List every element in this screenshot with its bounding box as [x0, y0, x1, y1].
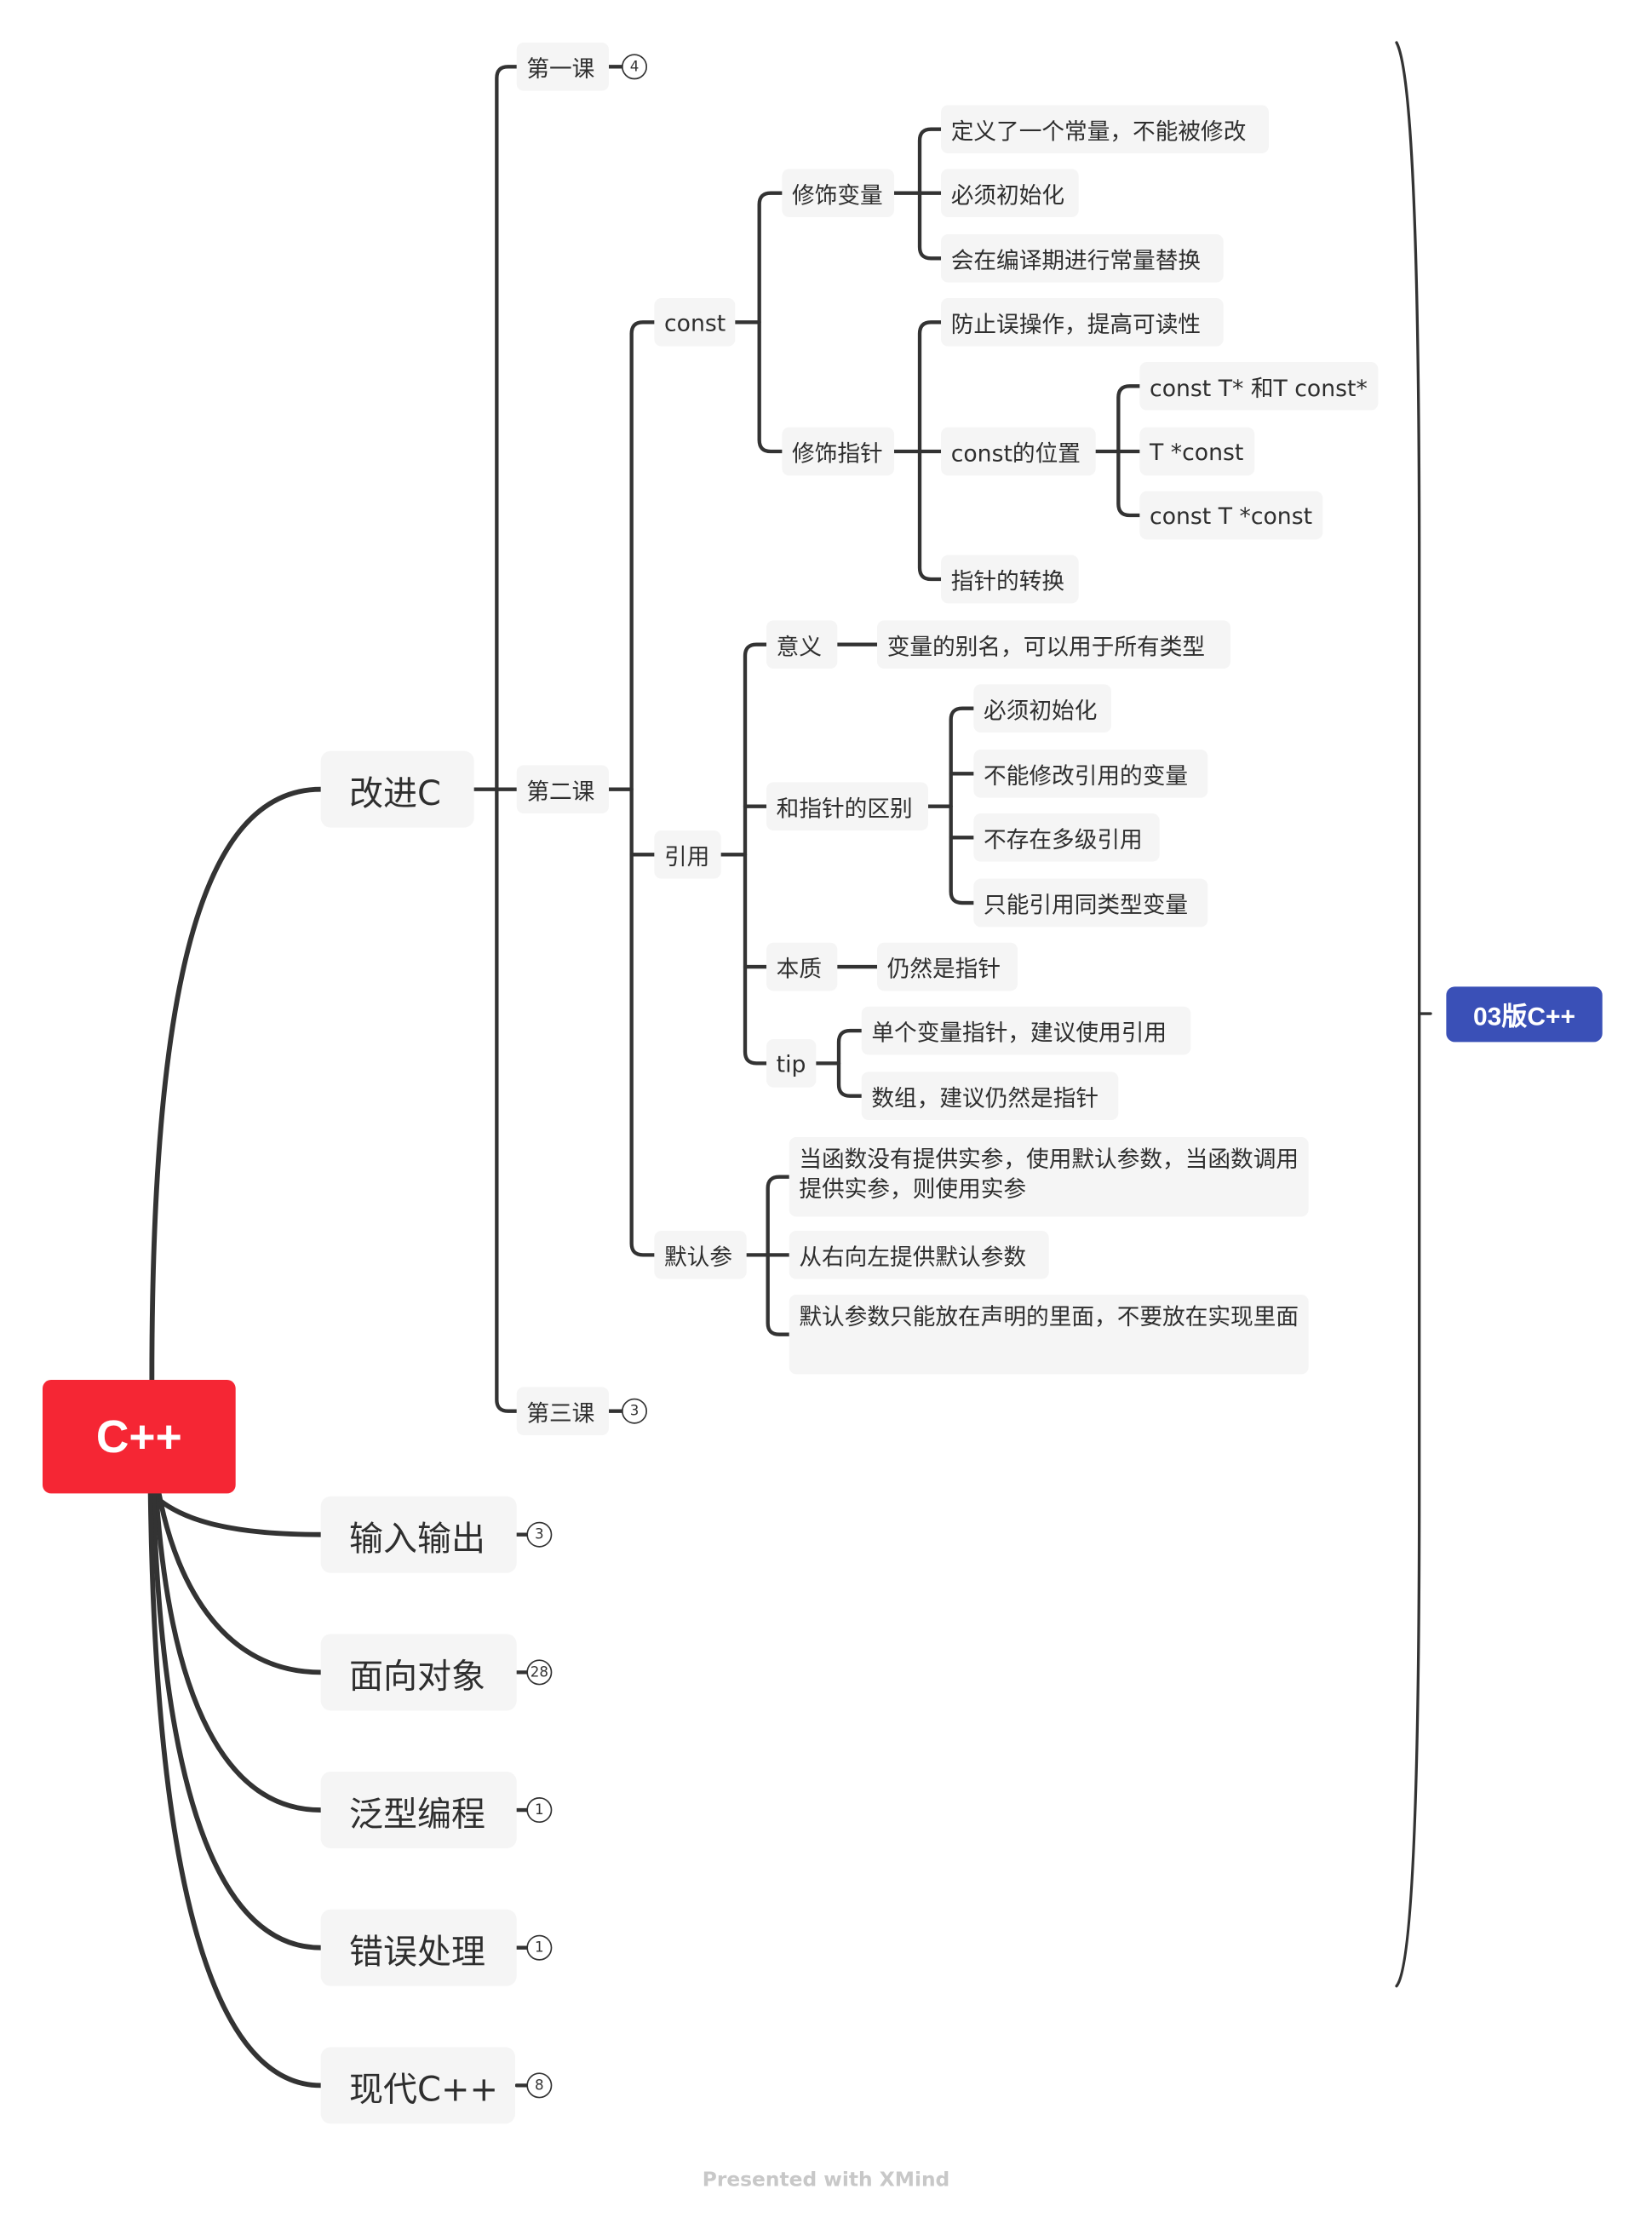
leaf-diff-item-label: 只能引用同类型变量 [984, 891, 1189, 919]
topic-io-label: 输入输出 [349, 1518, 486, 1559]
leaf-diff-item-label: 不存在多级引用 [984, 826, 1143, 853]
subtopic-const-label: const [664, 308, 726, 336]
topic-oop[interactable]: 面向对象 [320, 1634, 517, 1711]
subtopic-lesson-2-label: 第二课 [526, 778, 595, 806]
leaf-const-item[interactable]: 会在编译期进行常量替换 [941, 234, 1224, 283]
central-topic-label: C++ [95, 1410, 182, 1462]
subtopic-lesson-3[interactable]: 第三课 [516, 1387, 610, 1436]
leaf-default-arg-item-label: 当函数没有提供实参，使用默认参数，当函数调用提供实参，则使用实参 [799, 1146, 1299, 1203]
subtopic-tip[interactable]: tip [766, 1039, 817, 1088]
subtopic-reference-label: 引用 [664, 843, 710, 870]
leaf-pointer-conversion[interactable]: 指针的转换 [941, 554, 1079, 604]
subtopic-reference[interactable]: 引用 [654, 830, 721, 879]
leaf-diff-item[interactable]: 只能引用同类型变量 [973, 878, 1208, 928]
leaf-essence-value[interactable]: 仍然是指针 [877, 942, 1018, 991]
leaf-const-position-item[interactable]: const T *const [1139, 491, 1323, 540]
leaf-tip-item[interactable]: 数组，建议仍然是指针 [861, 1072, 1119, 1121]
leaf-meaning-value[interactable]: 变量的别名，可以用于所有类型 [877, 620, 1231, 669]
leaf-diff-item-label: 必须初始化 [984, 697, 1098, 725]
subtopic-essence[interactable]: 本质 [766, 942, 838, 991]
leaf-default-arg-item-label: 从右向左提供默认参数 [799, 1244, 1027, 1271]
topic-io[interactable]: 输入输出 [320, 1496, 517, 1573]
summary-topic-label: 03版C++ [1472, 1001, 1576, 1031]
subtopic-meaning-label: 意义 [776, 633, 823, 661]
subtopic-lesson-1-label: 第一课 [526, 55, 595, 83]
topic-error-label: 错误处理 [349, 1931, 486, 1972]
leaf-default-arg-item[interactable]: 当函数没有提供实参，使用默认参数，当函数调用提供实参，则使用实参 [789, 1137, 1309, 1217]
subtopic-const[interactable]: const [654, 298, 736, 347]
topic-modern[interactable]: 现代C++ [320, 2047, 516, 2124]
subtopic-default-args[interactable]: 默认参 [654, 1231, 747, 1279]
topic-improve-c[interactable]: 改进C [320, 750, 474, 828]
leaf-tip-item-label: 单个变量指针，建议使用引用 [871, 1019, 1167, 1047]
leaf-diff-item[interactable]: 不能修改引用的变量 [973, 750, 1208, 798]
subtopic-const-position[interactable]: const的位置 [941, 427, 1096, 476]
topic-modern-label: 现代C++ [349, 2069, 498, 2109]
central-topic-cpp[interactable]: C++ [43, 1380, 236, 1494]
leaf-diff-item[interactable]: 不存在多级引用 [973, 813, 1160, 862]
collapsed-count-badge-lesson-1[interactable]: 4 [622, 54, 648, 80]
leaf-diff-item[interactable]: 必须初始化 [973, 684, 1112, 733]
subtopic-modify-pointer[interactable]: 修饰指针 [782, 427, 895, 476]
leaf-const-position-item-label: const T *const [1150, 502, 1313, 529]
leaf-tip-item[interactable]: 单个变量指针，建议使用引用 [861, 1006, 1191, 1055]
collapsed-count-badge-modern[interactable]: 8 [526, 2072, 553, 2099]
leaf-default-arg-item[interactable]: 默认参数只能放在声明的里面，不要放在实现里面 [789, 1295, 1309, 1375]
collapsed-count-badge-error[interactable]: 1 [526, 1934, 553, 1961]
leaf-pointer-conversion-label: 指针的转换 [950, 567, 1065, 595]
topic-improve-c-label: 改进C [349, 773, 441, 813]
collapsed-count-badge-oop[interactable]: 28 [526, 1659, 553, 1686]
subtopic-diff-from-pointer-label: 和指针的区别 [776, 795, 913, 823]
subtopic-modify-variable-label: 修饰变量 [792, 181, 883, 210]
leaf-const-position-item-label: T *const [1150, 438, 1244, 465]
subtopic-tip-label: tip [776, 1049, 806, 1077]
leaf-meaning-value-label: 变量的别名，可以用于所有类型 [886, 633, 1206, 661]
subtopic-diff-from-pointer[interactable]: 和指针的区别 [766, 782, 929, 831]
subtopic-modify-variable[interactable]: 修饰变量 [782, 169, 895, 218]
leaf-prevent-misuse-label: 防止误操作，提高可读性 [950, 311, 1202, 338]
subtopic-lesson-2[interactable]: 第二课 [516, 765, 610, 814]
subtopic-essence-label: 本质 [776, 955, 823, 983]
leaf-const-position-item[interactable]: T *const [1139, 427, 1255, 476]
presented-with-footer: Presented with XMind [702, 2169, 950, 2192]
leaf-essence-value-label: 仍然是指针 [886, 955, 1001, 983]
leaf-const-item[interactable]: 必须初始化 [941, 169, 1079, 218]
leaf-default-arg-item[interactable]: 从右向左提供默认参数 [789, 1231, 1049, 1279]
leaf-const-item[interactable]: 定义了一个常量，不能被修改 [941, 105, 1270, 154]
leaf-const-item-label: 会在编译期进行常量替换 [950, 247, 1202, 274]
subtopic-lesson-1[interactable]: 第一课 [516, 43, 610, 91]
topic-generic[interactable]: 泛型编程 [320, 1772, 517, 1849]
subtopic-lesson-3-label: 第三课 [526, 1399, 595, 1428]
topic-oop-label: 面向对象 [349, 1656, 486, 1696]
subtopic-meaning[interactable]: 意义 [766, 620, 838, 669]
collapsed-count-badge-generic[interactable]: 1 [526, 1797, 553, 1824]
summary-topic[interactable]: 03版C++ [1446, 986, 1603, 1043]
subtopic-default-args-label: 默认参 [664, 1244, 733, 1271]
leaf-const-item-label: 定义了一个常量，不能被修改 [950, 118, 1247, 146]
leaf-default-arg-item-label: 默认参数只能放在声明的里面，不要放在实现里面 [799, 1303, 1299, 1330]
subtopic-const-position-label: const的位置 [950, 440, 1081, 468]
leaf-const-item-label: 必须初始化 [950, 181, 1065, 210]
subtopic-modify-pointer-label: 修饰指针 [792, 440, 883, 468]
collapsed-count-badge-lesson-3[interactable]: 3 [622, 1398, 648, 1424]
leaf-tip-item-label: 数组，建议仍然是指针 [871, 1084, 1099, 1112]
leaf-diff-item-label: 不能修改引用的变量 [984, 762, 1189, 790]
topic-generic-label: 泛型编程 [349, 1793, 486, 1834]
leaf-prevent-misuse[interactable]: 防止误操作，提高可读性 [941, 298, 1224, 347]
collapsed-count-badge-io[interactable]: 3 [526, 1521, 553, 1548]
topic-error[interactable]: 错误处理 [320, 1909, 517, 1986]
leaf-const-position-item[interactable]: const T* 和T const* [1139, 362, 1379, 411]
leaf-const-position-item-label: const T* 和T const* [1150, 375, 1368, 402]
